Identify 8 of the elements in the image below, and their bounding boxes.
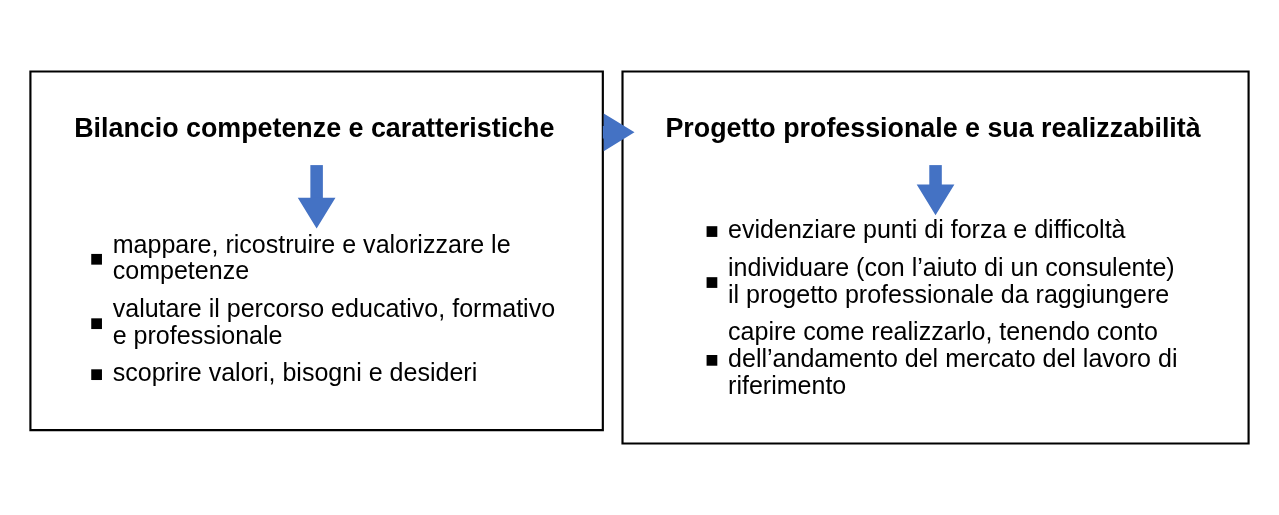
node-text: Bilancio competenze e caratteristiche xyxy=(74,112,555,143)
cluster xyxy=(621,70,1250,445)
node-text: evidenziare punti di forza e difficoltà individuare (con l’aiuto di un consulente) il progetto professionale da raggiungere capire come realizzarlo, tenendo conto dell’andamento del mercato del lavoro di riferimento xyxy=(728,215,1178,399)
arrow xyxy=(297,165,336,229)
node-text: Progetto professionale e sua realizzabilità xyxy=(665,112,1201,143)
arrow xyxy=(916,165,955,216)
cluster xyxy=(29,70,604,432)
node-text: mappare, ricostruire e valorizzare le competenze valutare il percorso educativo, formativo e professionale scoprire valori, bisogni e desideri xyxy=(112,229,556,387)
